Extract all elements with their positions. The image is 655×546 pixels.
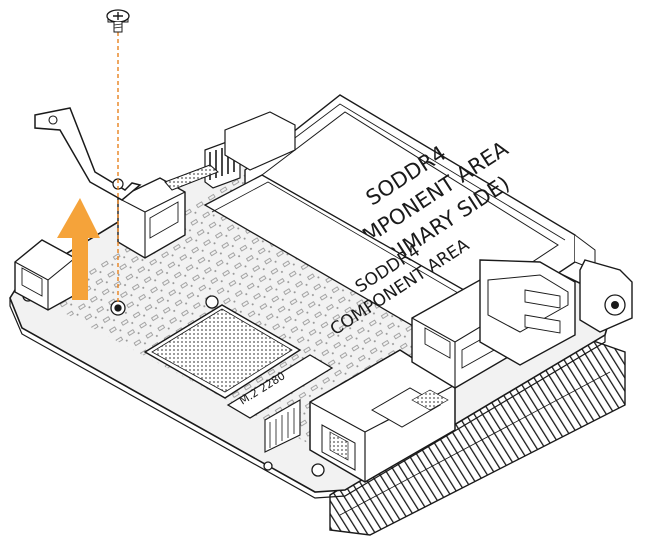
dc-power-jack <box>579 259 633 333</box>
lift-arrow-icon <box>57 198 100 300</box>
usb-ports-stack <box>411 259 576 389</box>
fan-header <box>164 111 296 191</box>
cpu-chip <box>143 304 302 399</box>
ethernet-ports <box>309 349 456 483</box>
rear-audio-port <box>14 239 76 311</box>
screw-icon <box>106 9 130 33</box>
support-bracket <box>34 107 142 201</box>
